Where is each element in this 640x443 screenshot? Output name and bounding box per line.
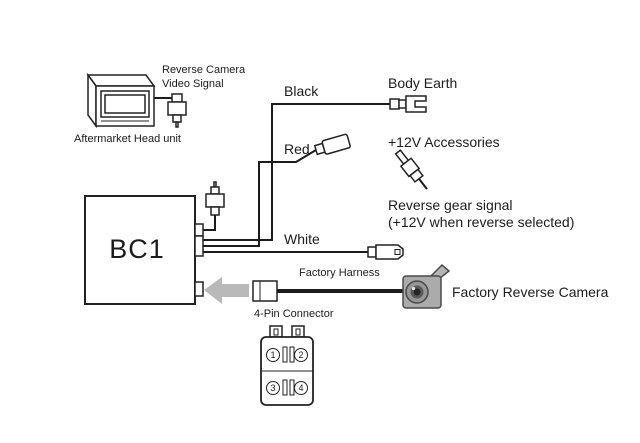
rca-cable-bc1 <box>203 215 216 231</box>
connector-tab-right-slot <box>295 328 301 336</box>
female-spade-body <box>321 133 351 155</box>
reverse-gear-label-line1: Reverse gear signal <box>388 197 513 213</box>
pin-4-label: 4 <box>298 383 303 393</box>
cavity-slot-2 <box>289 346 295 363</box>
head-unit-top-face <box>86 74 156 87</box>
black-wire <box>203 103 390 241</box>
rca2-collar <box>210 206 220 216</box>
camera-lens-core <box>413 288 421 296</box>
fork-prongs <box>405 95 427 113</box>
bc1-box: BC1 <box>84 195 204 305</box>
black-wire-label: Black <box>284 83 319 99</box>
four-pin-connector-icon: 1 2 3 4 <box>260 325 314 406</box>
video-signal-label-line1: Reverse Camera <box>162 64 246 76</box>
rca1-pin <box>175 121 179 128</box>
bc1-port-harness <box>194 281 204 297</box>
accessories-label: +12V Accessories <box>388 134 500 150</box>
female-spade-icon <box>313 133 351 156</box>
body-earth-label: Body Earth <box>388 75 457 91</box>
white-wire-label: White <box>284 231 320 247</box>
pin-1-marker <box>266 348 280 362</box>
head-unit-label: Aftermarket Head unit <box>74 133 181 145</box>
rca1-body <box>167 101 187 116</box>
rca1-collar <box>171 93 183 103</box>
white-spade-body <box>375 244 404 260</box>
reverse-camera-icon <box>402 263 451 309</box>
factory-camera-label: Factory Reverse Camera <box>452 284 609 300</box>
pin-1-label: 1 <box>270 350 275 360</box>
bc1-outline <box>84 195 196 305</box>
harness-connector-body <box>252 280 278 302</box>
fork-terminal-icon <box>389 95 427 113</box>
cavity-slot-1 <box>282 346 288 363</box>
fork-crimp <box>389 98 400 110</box>
plug-in-arrow-icon <box>204 277 249 304</box>
reverse-gear-label-line2: (+12V when reverse selected) <box>388 214 574 230</box>
rca-plug-bc1-icon <box>203 181 225 231</box>
bc1-label: BC1 <box>109 234 165 264</box>
pin-2-label: 2 <box>298 350 303 360</box>
white-spade-slot <box>394 249 401 255</box>
four-pin-connector-label: 4-Pin Connector <box>254 308 334 320</box>
fork-neck <box>398 99 407 109</box>
video-signal-label-line2: Video Signal <box>162 78 224 90</box>
camera-lens-highlight <box>411 286 416 291</box>
rca1-tip <box>172 114 182 123</box>
red-wire-label: Red <box>284 141 310 157</box>
male-spade-pigtail <box>418 178 428 190</box>
white-spade-icon <box>367 244 404 260</box>
rca-plug-head-unit-icon <box>154 93 187 128</box>
white-spade-crimp <box>367 246 377 258</box>
male-spade-icon <box>394 149 428 190</box>
cavity-slot-4 <box>289 379 295 396</box>
rca2-tip <box>210 186 220 195</box>
rca2-body <box>205 193 225 208</box>
factory-harness-label: Factory Harness <box>299 267 380 279</box>
male-spade-crimp <box>409 168 424 183</box>
connector-tab-left-slot <box>273 328 279 336</box>
harness-connector-icon <box>252 280 278 302</box>
red-wire <box>203 149 317 247</box>
bc1-port-wires <box>194 235 204 257</box>
pin-3-label: 3 <box>270 383 275 393</box>
bc1-port-video <box>194 223 204 237</box>
cavity-slot-3 <box>282 379 288 396</box>
head-unit-screen-inner <box>104 94 146 114</box>
head-unit-icon <box>86 72 156 129</box>
pin-3-marker <box>266 381 280 395</box>
